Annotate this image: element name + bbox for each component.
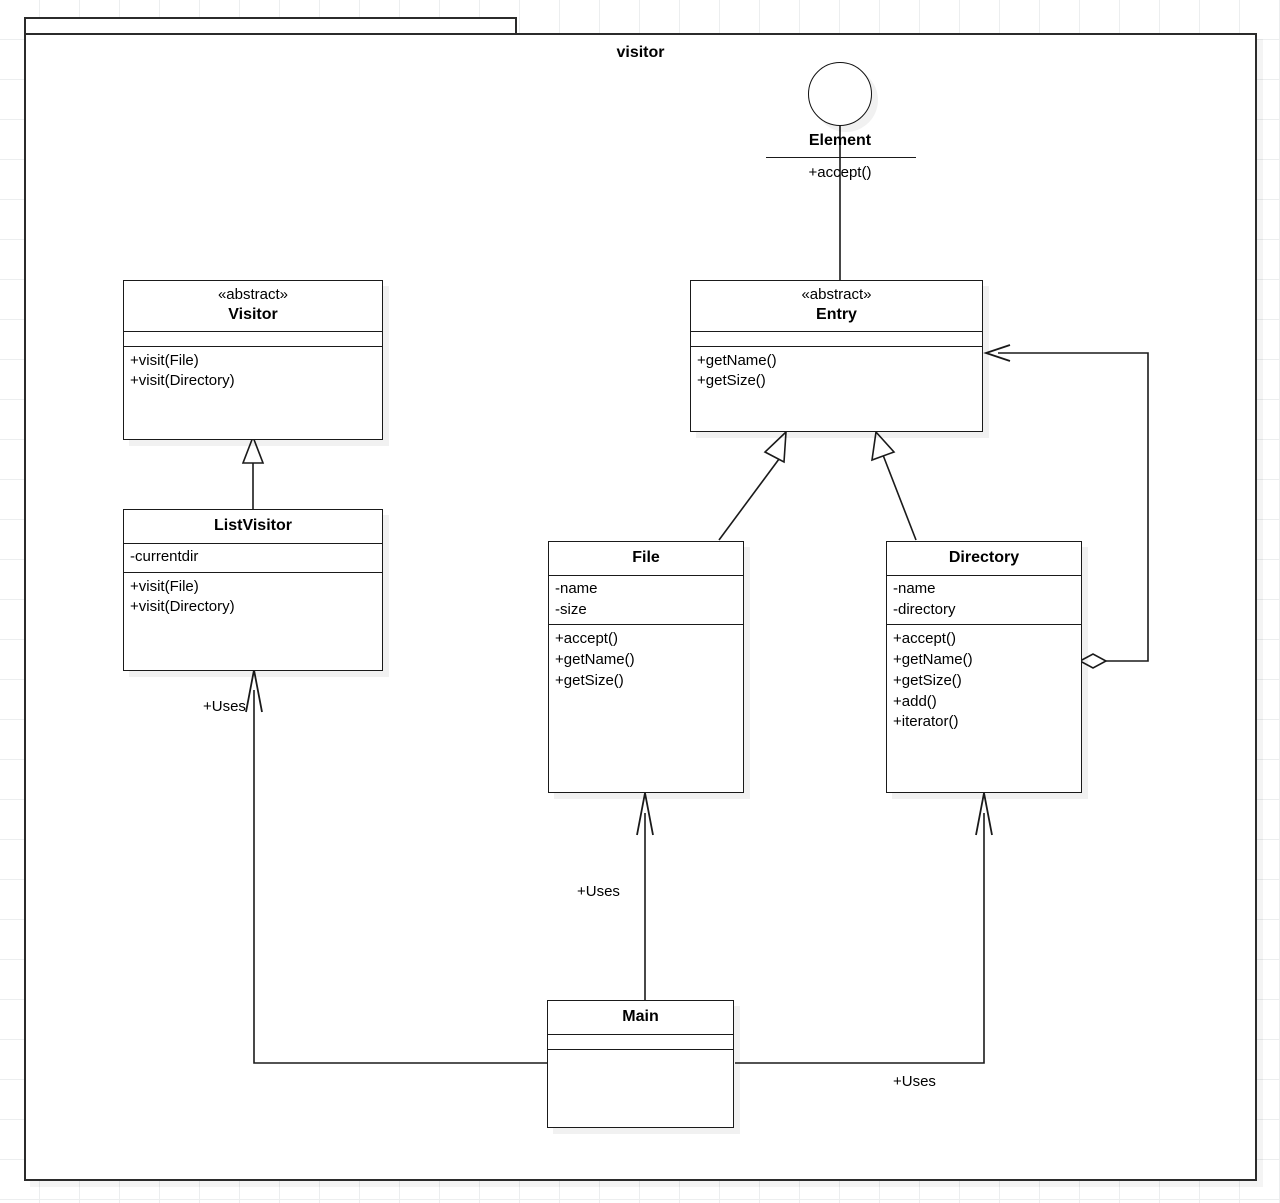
class-box-main[interactable]: Main bbox=[547, 1000, 734, 1128]
element-interface-divider bbox=[766, 157, 916, 158]
class-attributes-main bbox=[548, 1035, 733, 1050]
class-name-directory: Directory bbox=[948, 549, 1020, 566]
operation-item: +getName() bbox=[893, 651, 973, 669]
class-box-listvisitor[interactable]: ListVisitor -currentdir +visit(File) +vi… bbox=[123, 509, 383, 671]
class-attributes-listvisitor: -currentdir bbox=[124, 544, 382, 573]
operation-item: +iterator() bbox=[893, 713, 959, 731]
class-header-file: File bbox=[549, 542, 743, 576]
element-interface-circle bbox=[808, 62, 872, 126]
class-stereotype-entry: «abstract» bbox=[801, 286, 872, 303]
edge-label-uses-directory: +Uses bbox=[893, 1073, 936, 1090]
package-tab bbox=[24, 17, 517, 34]
class-header-directory: Directory bbox=[887, 542, 1081, 576]
class-box-entry[interactable]: «abstract» Entry +getName() +getSize() bbox=[690, 280, 983, 432]
attribute-item: -directory bbox=[893, 600, 956, 618]
class-box-visitor[interactable]: «abstract» Visitor +visit(File) +visit(D… bbox=[123, 280, 383, 440]
class-header-main: Main bbox=[548, 1001, 733, 1035]
class-name-visitor: Visitor bbox=[228, 305, 278, 323]
operation-item: +accept() bbox=[893, 630, 956, 648]
class-name-entry: Entry bbox=[816, 305, 857, 323]
class-operations-visitor: +visit(File) +visit(Directory) bbox=[124, 347, 382, 439]
class-operations-entry: +getName() +getSize() bbox=[691, 347, 982, 431]
class-operations-file: +accept() +getName() +getSize() bbox=[549, 625, 743, 792]
operation-item: +visit(Directory) bbox=[130, 598, 235, 616]
class-attributes-visitor bbox=[124, 332, 382, 347]
class-header-listvisitor: ListVisitor bbox=[124, 510, 382, 544]
class-header-entry: «abstract» Entry bbox=[691, 281, 982, 332]
class-attributes-file: -name -size bbox=[549, 576, 743, 626]
class-name-listvisitor: ListVisitor bbox=[214, 517, 292, 534]
attribute-item: -name bbox=[893, 580, 936, 597]
class-stereotype-visitor: «abstract» bbox=[217, 286, 289, 303]
element-interface-operation: +accept() bbox=[808, 164, 872, 181]
operation-item: +getName() bbox=[697, 351, 777, 369]
operation-item: +getSize() bbox=[555, 671, 624, 689]
operation-item: +accept() bbox=[555, 630, 618, 648]
package-title: visitor bbox=[616, 44, 665, 61]
class-attributes-entry bbox=[691, 332, 982, 347]
attribute-item: -size bbox=[555, 600, 587, 618]
class-box-file[interactable]: File -name -size +accept() +getName() +g… bbox=[548, 541, 744, 793]
operation-item: +getSize() bbox=[893, 671, 962, 689]
class-operations-listvisitor: +visit(File) +visit(Directory) bbox=[124, 573, 382, 670]
operation-item: +visit(File) bbox=[130, 577, 199, 595]
attribute-item: -name bbox=[555, 580, 598, 597]
operation-item: +visit(File) bbox=[130, 351, 199, 369]
class-box-directory[interactable]: Directory -name -directory +accept() +ge… bbox=[886, 541, 1082, 793]
operation-item: +add() bbox=[893, 692, 937, 710]
class-operations-main bbox=[548, 1050, 733, 1127]
element-interface-name: Element bbox=[808, 132, 872, 149]
class-operations-directory: +accept() +getName() +getSize() +add() +… bbox=[887, 625, 1081, 792]
class-header-visitor: «abstract» Visitor bbox=[124, 281, 382, 332]
class-attributes-directory: -name -directory bbox=[887, 576, 1081, 626]
class-name-file: File bbox=[632, 549, 660, 566]
edge-label-uses-file: +Uses bbox=[577, 883, 620, 900]
attribute-item: -currentdir bbox=[130, 548, 199, 565]
operation-item: +visit(Directory) bbox=[130, 372, 235, 390]
operation-item: +getName() bbox=[555, 651, 635, 669]
edge-label-uses-listvisitor: +Uses bbox=[203, 698, 246, 715]
class-name-main: Main bbox=[622, 1008, 659, 1025]
operation-item: +getSize() bbox=[697, 372, 766, 390]
